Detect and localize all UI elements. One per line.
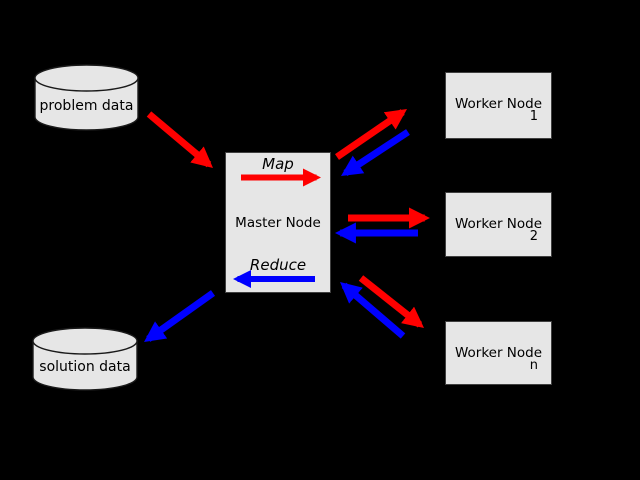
arrow-problem-to-master [146,111,214,168]
worker-node-2-label: Worker Node [454,216,543,232]
worker-node-n-label: Worker Node [454,345,543,361]
reduce-label: Reduce [249,256,307,274]
problem-data-label: problem data [39,98,134,114]
arrow-master-to-worker-1 [335,109,408,160]
arrow-master-to-worker-n [358,275,425,328]
arrow-worker-1-to-master [341,129,410,177]
worker-node-1-box: Worker Node 1 [445,72,552,139]
worker-node-1-subscript: 1 [529,109,538,124]
arrow-worker-n-to-master [340,281,406,339]
map-label: Map [262,155,294,173]
worker-node-n-subscript: n [529,358,538,373]
master-node-label: Master Node [235,215,321,231]
arrow-master-to-solution [144,290,216,343]
worker-node-2-box: Worker Node 2 [445,192,552,257]
worker-node-n-box: Worker Node n [445,321,552,385]
solution-data-label: solution data [39,359,131,375]
worker-node-1-label: Worker Node [454,96,543,112]
worker-node-2-subscript: 2 [529,229,538,244]
